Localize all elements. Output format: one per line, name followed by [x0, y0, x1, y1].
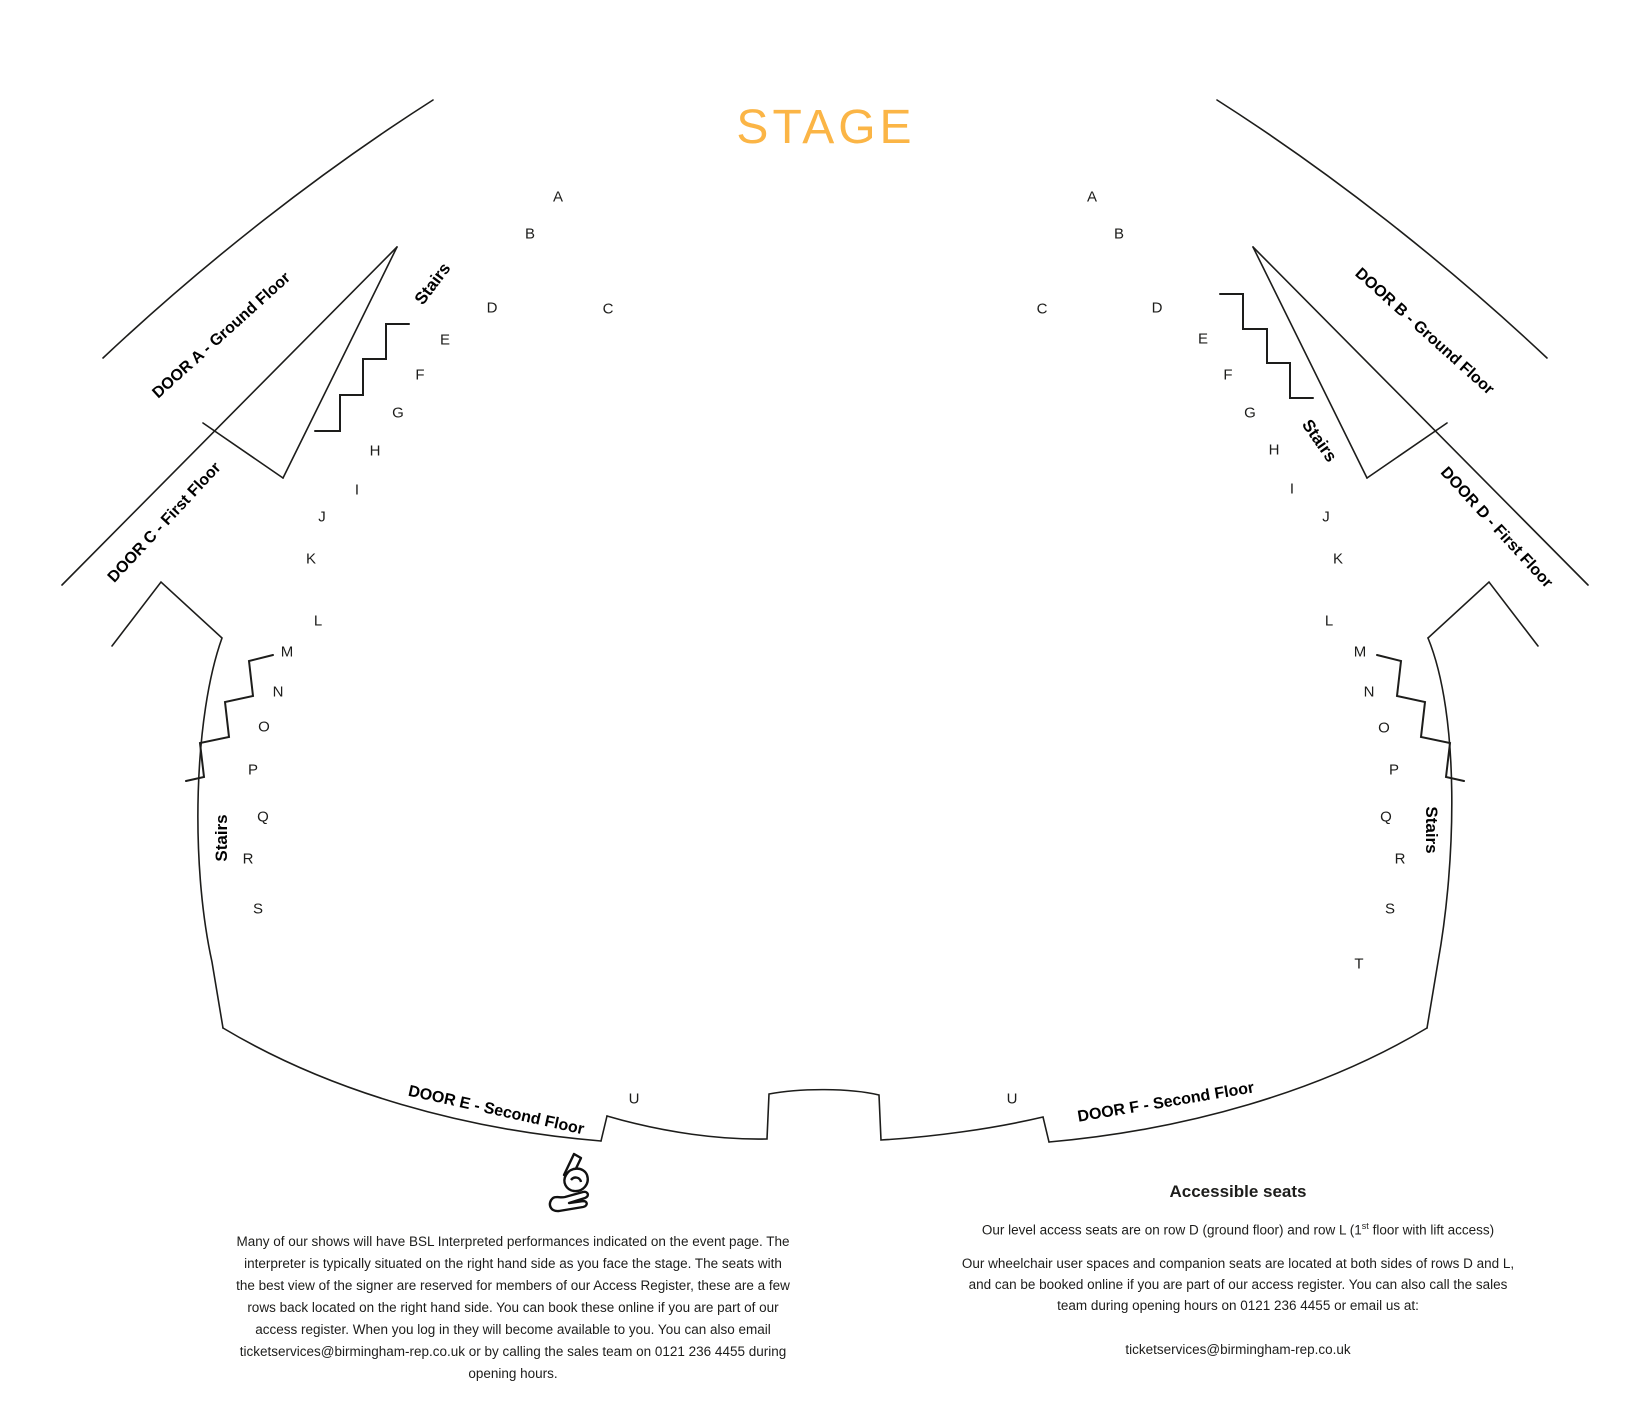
row-letter-left-E: E [439, 331, 451, 349]
level-access-line: Our level access seats are on row D (gro… [945, 1216, 1531, 1241]
right-outer-top-line [1216, 99, 1548, 359]
right-lower-stairs-zigzag [1376, 654, 1465, 782]
right-side-lines [1048, 99, 1589, 1143]
left-aisle-wedge-long-line [61, 246, 398, 586]
door-e-outer-curve [222, 1027, 602, 1142]
row-letter-right-B: B [1113, 225, 1125, 243]
right-aisle-wedge-long-line [1252, 246, 1589, 586]
wheelchair-info-paragraph: Our wheelchair user spaces and companion… [961, 1255, 1515, 1313]
left-side-lines [61, 99, 608, 1142]
row-letter-right-J: J [1322, 508, 1330, 526]
level-access-line-post: floor with lift access) [1368, 1222, 1495, 1238]
door-f-outer-curve [1048, 1027, 1428, 1143]
row-letter-left-B: B [524, 225, 536, 243]
accessible-seats-heading: Accessible seats [1169, 1182, 1307, 1201]
row-letter-left-A: A [552, 188, 564, 206]
level-access-line-sup: st [1361, 1221, 1369, 1231]
bsl-info-paragraph: Many of our shows will have BSL Interpre… [236, 1234, 790, 1381]
row-letter-right-E: E [1197, 330, 1209, 348]
row-letter-left-F: F [415, 366, 425, 384]
right-upper-stairs-zigzag [1219, 293, 1314, 399]
right-arc-line [1426, 637, 1453, 1029]
row-letter-right-R: R [1394, 850, 1406, 868]
bsl-interpreter-icon [548, 1152, 590, 1213]
row-letter-right-H: H [1268, 441, 1280, 459]
row-letter-right-M: M [1353, 643, 1367, 661]
left-aisle-wedge-base-line [202, 422, 284, 479]
row-letter-right-P: P [1388, 761, 1400, 779]
row-letter-right-L: L [1324, 612, 1334, 630]
bsl-flat-hand [548, 1190, 590, 1213]
row-letter-right-S: S [1384, 900, 1396, 918]
left-aisle-wedge-short-line [282, 246, 398, 479]
row-letter-right-A: A [1086, 188, 1098, 206]
row-letter-left-R: R [242, 850, 254, 868]
row-letter-left-U: U [628, 1090, 640, 1108]
row-letter-left-N: N [272, 683, 284, 701]
row-letter-left-P: P [247, 761, 259, 779]
row-letter-right-F: F [1223, 366, 1233, 384]
bsl-fist-curl [570, 1176, 583, 1183]
row-letter-right-G: G [1244, 404, 1256, 422]
row-letter-right-T: T [1354, 955, 1364, 973]
row-letter-left-O: O [258, 718, 270, 736]
row-letter-right-I: I [1289, 480, 1295, 498]
row-letter-left-K: K [305, 550, 317, 568]
row-letter-left-H: H [369, 442, 381, 460]
row-letter-right-C: C [1036, 300, 1048, 318]
ticketservices-email: ticketservices@birmingham-rep.co.uk [1125, 1341, 1351, 1357]
row-letter-left-S: S [252, 900, 264, 918]
row-letter-right-N: N [1363, 683, 1375, 701]
row-letter-right-D: D [1151, 299, 1163, 317]
accessible-seats-section: Accessible seats Our level access seats … [945, 1182, 1531, 1360]
row-letter-right-U: U [1006, 1090, 1018, 1108]
left-upper-stairs-zigzag [314, 323, 410, 432]
row-letter-left-C: C [602, 300, 614, 318]
walkway-left-kink [600, 1115, 608, 1142]
row-letter-right-Q: Q [1380, 808, 1392, 826]
left-outer-top-line [102, 99, 434, 359]
balcony-front-walkway-line [606, 1088, 1050, 1143]
level-access-line-pre: Our level access seats are on row D (gro… [981, 1222, 1362, 1238]
left-peak-and-arc [111, 580, 224, 1029]
stage-label: STAGE [736, 101, 916, 154]
bsl-fist-hand [563, 1167, 589, 1193]
row-letter-left-D: D [486, 299, 498, 317]
row-letter-left-Q: Q [257, 808, 269, 826]
row-letter-left-I: I [354, 481, 360, 499]
row-letter-left-J: J [318, 508, 326, 526]
row-letter-right-O: O [1378, 719, 1390, 737]
row-letter-left-G: G [392, 404, 404, 422]
right-aisle-wedge-short-line [1252, 246, 1368, 479]
left-lower-stairs-zigzag [185, 654, 274, 782]
stairs-label-3: Stairs [1422, 806, 1441, 854]
right-peak-lines [1427, 580, 1539, 647]
stairs-label-2: Stairs [212, 814, 231, 862]
row-letter-left-M: M [280, 643, 294, 661]
row-letter-right-K: K [1332, 550, 1344, 568]
right-aisle-wedge-base-line [1366, 422, 1448, 479]
row-letter-left-L: L [313, 612, 323, 630]
